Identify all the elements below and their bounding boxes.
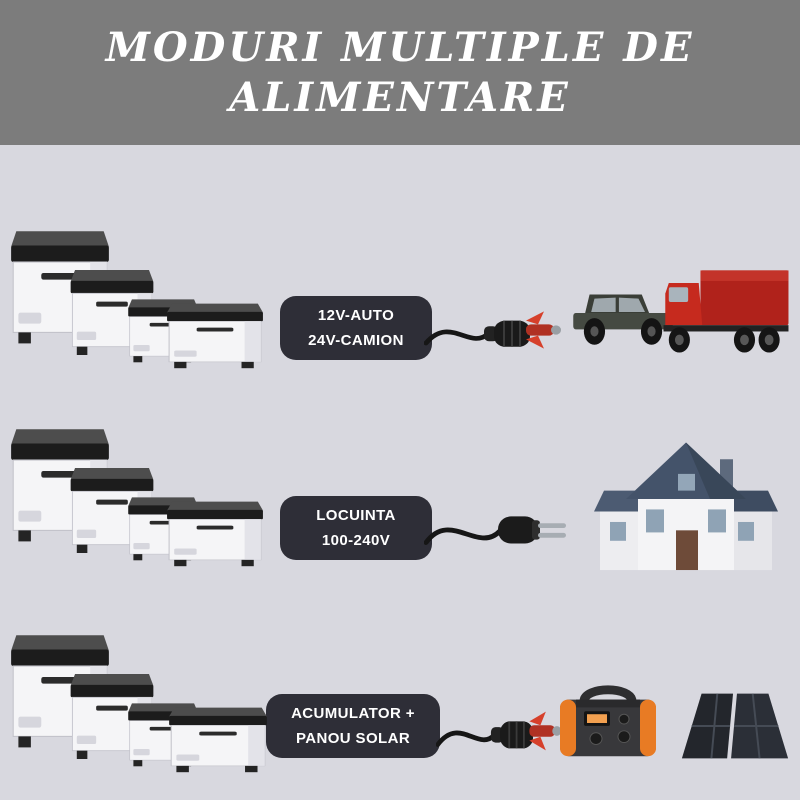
label-line: LOCUINTA xyxy=(316,507,396,524)
page-title-line1: MODURI MULTIPLE DE xyxy=(105,23,695,71)
solar-panel-icon xyxy=(676,686,794,766)
fridge-icon xyxy=(164,296,266,372)
fridge-stack xyxy=(8,416,268,576)
label-line: ACUMULATOR + xyxy=(291,705,415,722)
fridge-stack xyxy=(8,218,268,374)
label-line: 100-240V xyxy=(321,532,391,549)
page-title-line2: ALIMENTARE xyxy=(229,73,571,121)
power-station-icon xyxy=(552,682,664,764)
fridge-icon xyxy=(164,494,266,570)
fridge-icon xyxy=(166,700,270,776)
label-pill-acumulator-solar: ACUMULATOR + PANOU SOLAR xyxy=(266,694,440,758)
label-line: 24V-CAMION xyxy=(308,332,404,349)
fridge-stack xyxy=(8,622,274,778)
label-line: 12V-AUTO xyxy=(317,307,395,324)
car-charger-plug-icon xyxy=(424,302,566,358)
label-pill-auto-camion: 12V-AUTO 24V-CAMION xyxy=(280,296,432,360)
header-banner: MODURI MULTIPLE DE ALIMENTARE xyxy=(0,0,800,145)
eu-plug-icon xyxy=(424,500,574,558)
label-line: PANOU SOLAR xyxy=(295,730,411,747)
red-truck-icon xyxy=(660,262,792,362)
car-charger-plug-icon xyxy=(436,702,566,760)
house-icon xyxy=(586,430,786,592)
label-pill-locuinta: LOCUINTA 100-240V xyxy=(280,496,432,560)
